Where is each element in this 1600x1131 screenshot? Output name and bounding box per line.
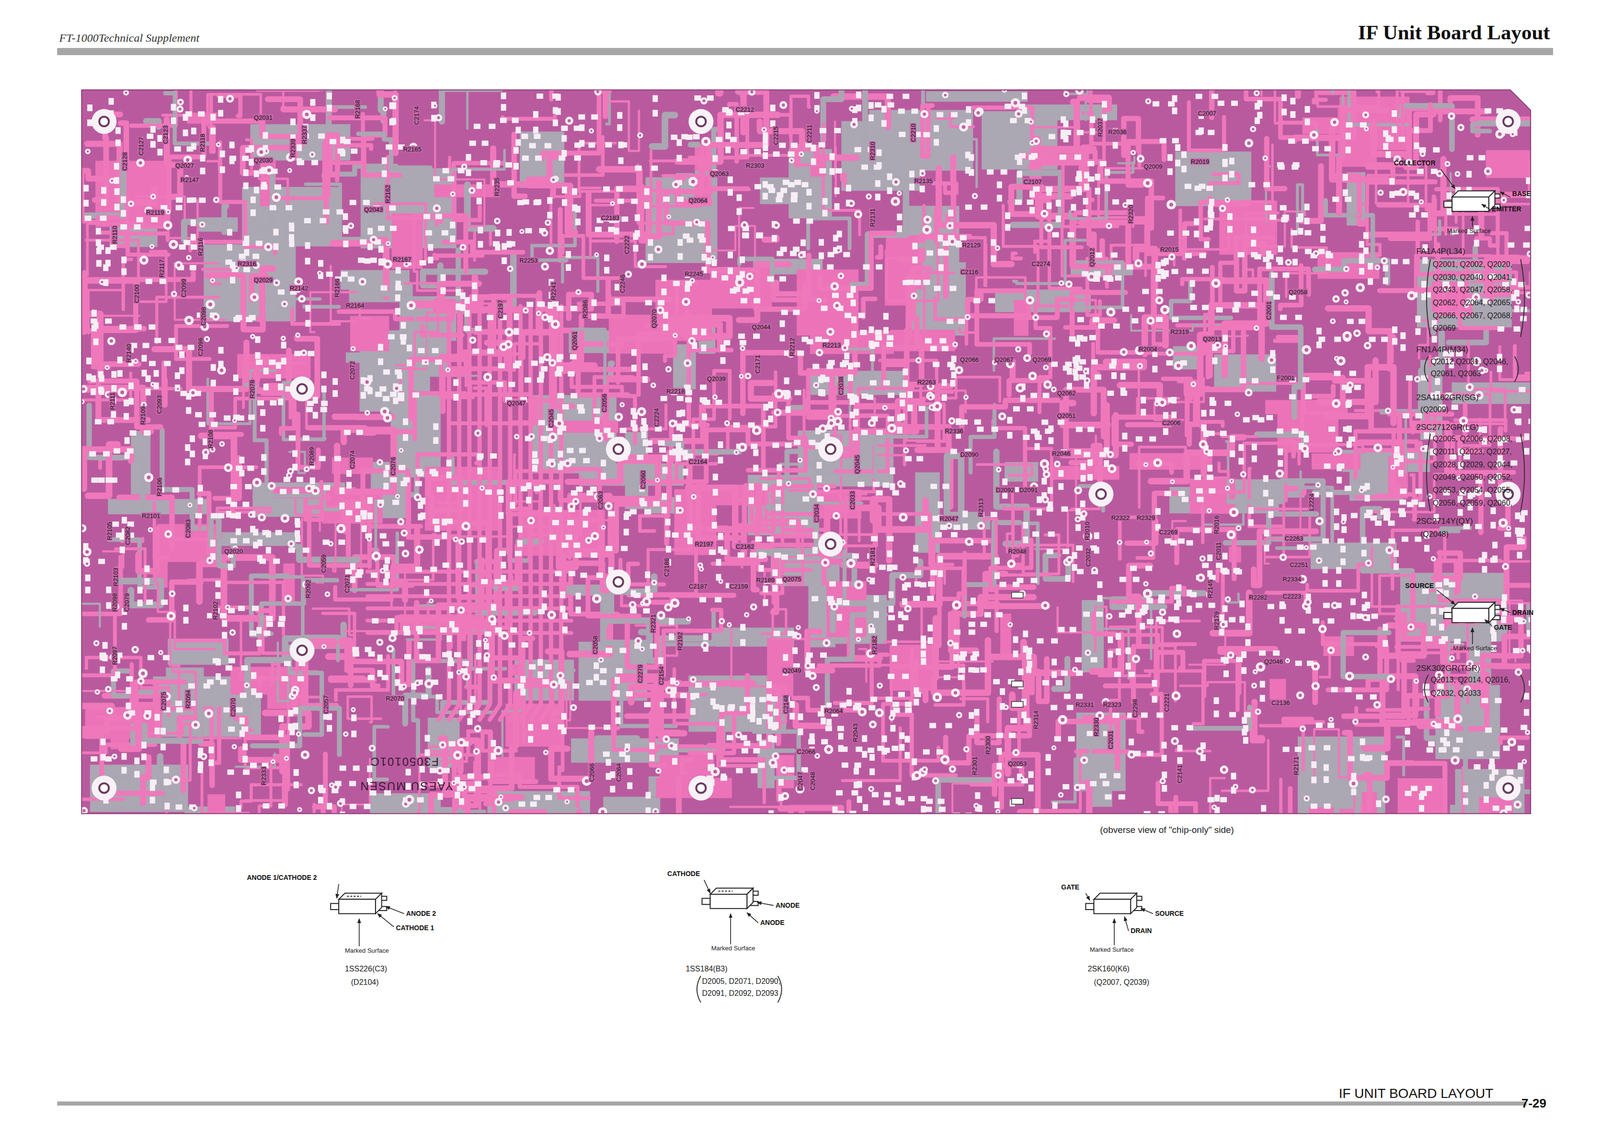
page: FT-1000Technical SupplementIF UNIT BOARD… bbox=[0, 0, 1600, 1131]
